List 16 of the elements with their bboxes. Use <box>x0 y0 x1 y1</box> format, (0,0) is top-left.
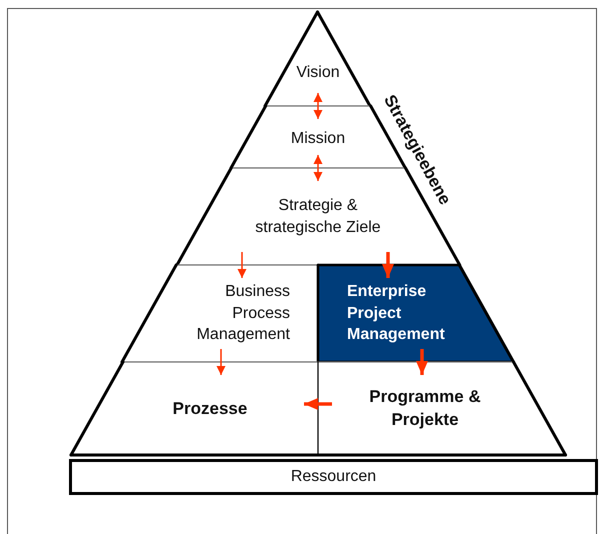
level-label: Vision <box>295 63 341 83</box>
arrow <box>382 252 394 278</box>
level-label: Enterprise Project Management <box>347 282 446 346</box>
level-label: Business Process Management <box>196 282 290 346</box>
level-label: Mission <box>290 129 346 149</box>
base-bar <box>69 459 598 495</box>
arrow <box>304 398 332 410</box>
level-label: Prozesse <box>172 398 248 420</box>
arrow <box>238 252 246 278</box>
base-label: Ressourcen <box>290 467 376 488</box>
level-label: Strategie & strategische Ziele <box>254 196 382 238</box>
arrow <box>216 349 226 375</box>
arrow <box>314 155 322 181</box>
level-label: Programme & Projekte <box>368 386 482 431</box>
arrow <box>416 349 428 375</box>
arrow <box>314 93 322 119</box>
